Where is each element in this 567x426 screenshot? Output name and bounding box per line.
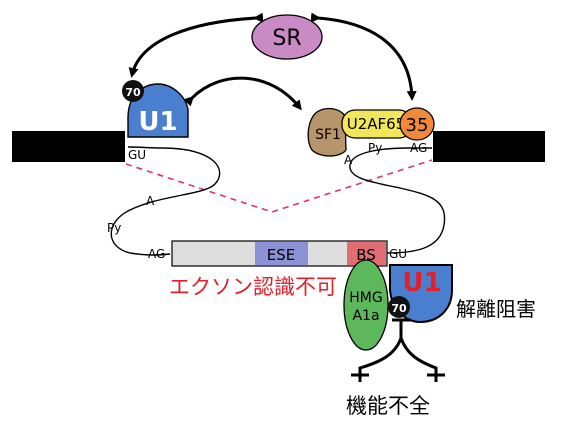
ese-region bbox=[255, 242, 308, 265]
u1-top-label: U1 bbox=[138, 107, 177, 137]
sf1-protein bbox=[307, 107, 347, 157]
u2af65-label: U2AF65 bbox=[347, 115, 406, 133]
intron-line-right bbox=[349, 147, 446, 254]
intron-line-left bbox=[110, 146, 221, 256]
hmga1a-protein bbox=[343, 259, 389, 351]
downstream-exon-bar bbox=[433, 131, 545, 162]
a-upper-label: A bbox=[344, 153, 353, 167]
sr-protein bbox=[251, 14, 323, 60]
ese-label: ESE bbox=[267, 246, 295, 264]
upstream-exon-bar bbox=[12, 131, 125, 162]
splicing-inhibition-text: 解離阻害 bbox=[456, 297, 536, 321]
py-left-label: Py bbox=[107, 221, 121, 235]
u2af35-label: 35 bbox=[406, 115, 429, 136]
dysfunction-text: 機能不全 bbox=[346, 394, 430, 418]
bs-label: BS bbox=[356, 246, 376, 264]
a-left-label: A bbox=[146, 194, 155, 208]
u2af35-protein bbox=[399, 107, 435, 141]
exon-recognition-failure-text: エクソン認識不可 bbox=[169, 275, 337, 299]
splice-dashed-line bbox=[125, 159, 433, 213]
inhibition-left-branch bbox=[358, 337, 403, 382]
ag-exon-label: AG bbox=[148, 247, 165, 261]
u1-70k-badge-bottom bbox=[388, 296, 410, 318]
gu-exon-label: GU bbox=[389, 247, 407, 261]
sr-u2af-arrow bbox=[310, 12, 417, 101]
sr-label: SR bbox=[272, 26, 301, 51]
u1-70k-badge-bottom-label: 70 bbox=[391, 302, 407, 315]
ag-top-label: AG bbox=[410, 141, 427, 155]
u1-sf1-arrow bbox=[183, 76, 302, 111]
u1-bottom-label: U1 bbox=[402, 268, 441, 298]
bs-region bbox=[347, 242, 386, 265]
sr-u1-arrow bbox=[128, 12, 264, 78]
gu-top-label: GU bbox=[128, 148, 146, 162]
u1-70k-badge-top-label: 70 bbox=[125, 86, 141, 99]
hmga1a-label-line1: HMG bbox=[349, 290, 382, 306]
py-upper-label: Py bbox=[368, 141, 382, 155]
u1-top bbox=[127, 83, 189, 138]
sf1-label: SF1 bbox=[315, 127, 341, 143]
hmga1a-label-line2: A1a bbox=[352, 308, 379, 324]
u1-70k-badge-top bbox=[122, 80, 144, 102]
inhibition-right-branch bbox=[399, 337, 438, 382]
